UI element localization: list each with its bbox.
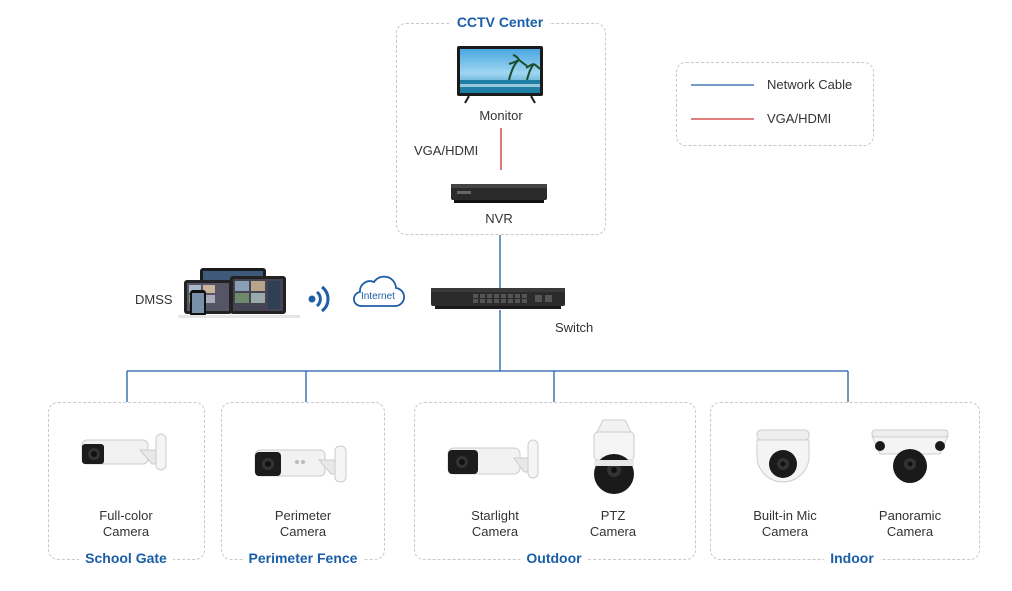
perimeter-camera-icon bbox=[254, 445, 347, 483]
cctv-center-title: CCTV Center bbox=[450, 14, 550, 30]
dome-camera-icon bbox=[756, 429, 810, 483]
ptz-camera-icon bbox=[593, 419, 635, 494]
switch-icon bbox=[431, 288, 565, 309]
perimeter-camera-label: Perimeter Camera bbox=[274, 508, 332, 539]
full-color-camera-label: Full-color Camera bbox=[99, 508, 153, 539]
zone-outdoor-title: Outdoor bbox=[520, 550, 588, 566]
bullet-camera-icon bbox=[81, 433, 167, 471]
monitor-label: Monitor bbox=[479, 108, 523, 123]
zone-perimeter-fence-title: Perimeter Fence bbox=[242, 550, 364, 566]
starlight-camera-label: Starlight Camera bbox=[471, 508, 519, 539]
internet-cloud-icon bbox=[353, 275, 405, 307]
starlight-camera-icon bbox=[447, 439, 539, 479]
legend-box bbox=[676, 62, 874, 146]
legend-vga-label: VGA/HDMI bbox=[767, 111, 832, 126]
zone-school-gate-title: School Gate bbox=[79, 550, 173, 566]
dmss-label: DMSS bbox=[135, 292, 173, 307]
internet-label: Internet bbox=[361, 291, 395, 302]
built-in-mic-camera-label: Built-in Mic Camera bbox=[753, 508, 817, 539]
zone-indoor-title: Indoor bbox=[824, 550, 880, 566]
wireless-signal-icon bbox=[308, 285, 330, 313]
nvr-label: NVR bbox=[485, 211, 513, 226]
monitor-icon bbox=[457, 46, 543, 104]
nvr-icon bbox=[451, 184, 547, 203]
ptz-camera-label: PTZ Camera bbox=[589, 508, 637, 539]
switch-label: Switch bbox=[555, 320, 594, 335]
vga-hdmi-label: VGA/HDMI bbox=[414, 143, 479, 158]
panoramic-camera-icon bbox=[871, 429, 949, 483]
dmss-devices-icon bbox=[178, 268, 300, 318]
panoramic-camera-label: Panoramic Camera bbox=[878, 508, 942, 539]
legend-network-label: Network Cable bbox=[767, 77, 853, 92]
